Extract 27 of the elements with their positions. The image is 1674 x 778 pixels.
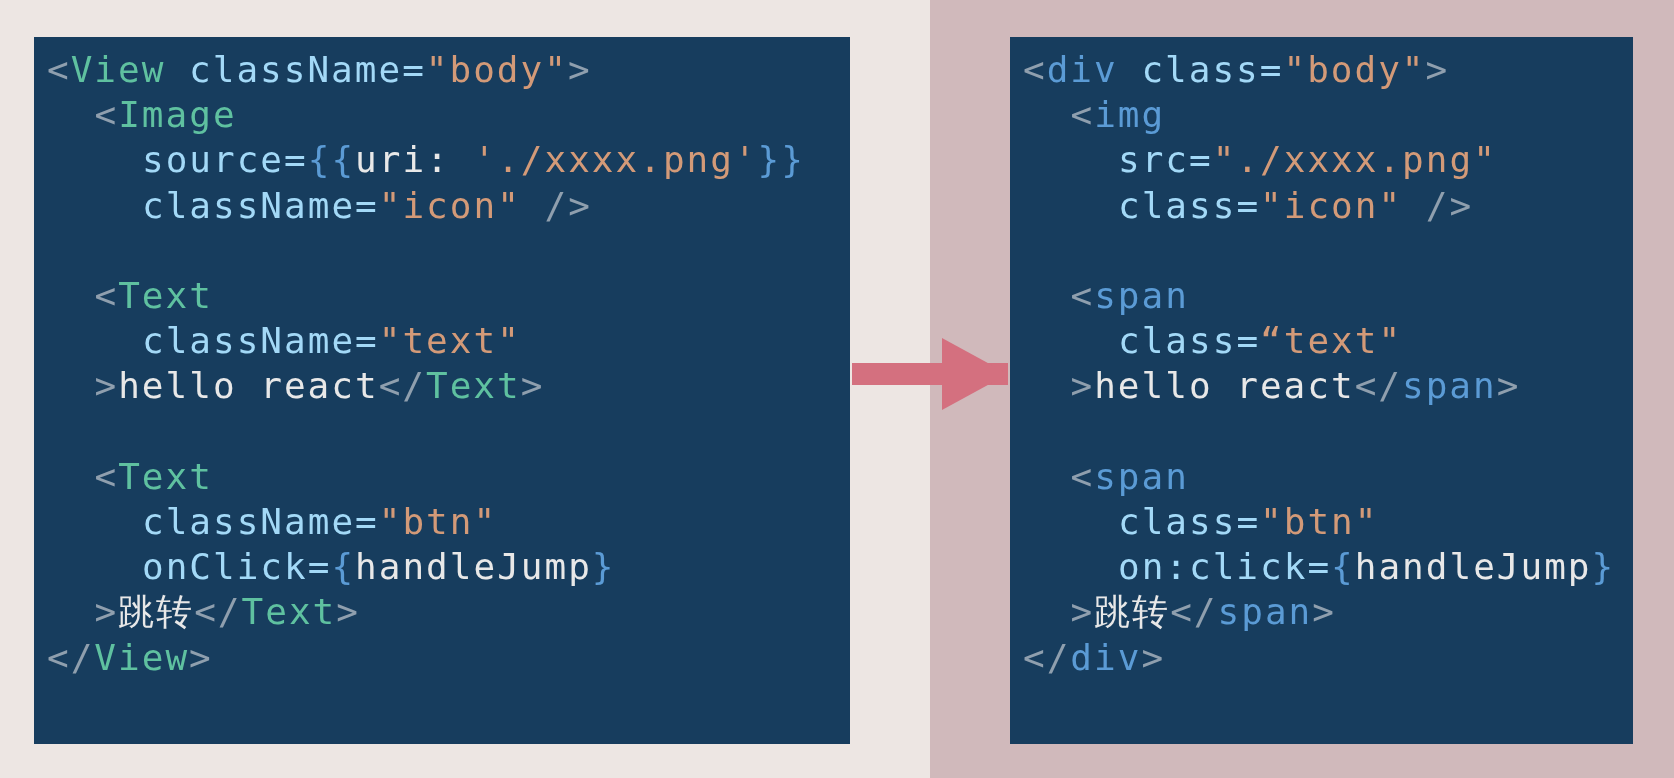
code-line: <span [1070,454,1189,499]
code-panel [34,37,850,744]
code-line: class="icon" /> [1118,183,1474,228]
code-line: src="./xxxx.png" [1118,138,1497,183]
code-line: on:click={handleJump} [1118,545,1616,590]
code-line: >跳转</span> [1070,590,1336,635]
code-panel [1010,37,1633,744]
code-line: >跳转</Text> [94,590,360,635]
code-line: <span [1070,274,1189,318]
arrow [852,338,1008,410]
code-line: className="btn" [142,500,498,544]
code-line: source={{uri: './xxxx.png'}} [142,138,805,183]
code-line: className="icon" /> [142,183,592,228]
code-line: <Image [94,93,237,138]
code-line: >hello react</Text> [94,364,545,409]
code-line: <Text [94,274,213,318]
code-line: <img [1070,93,1166,138]
code-line: </div> [1023,635,1166,680]
code-line: className="text" [142,319,521,364]
code-line: </View> [47,635,213,680]
code-line: class="btn" [1118,500,1379,544]
code-line: <View className="body"> [47,48,592,92]
code-line: class=“text" [1118,319,1403,364]
code-line: <Text [94,454,213,499]
code-line: <div class="body"> [1023,48,1450,92]
code-line: onClick={handleJump} [142,545,616,590]
code-line: >hello react</span> [1070,364,1521,409]
